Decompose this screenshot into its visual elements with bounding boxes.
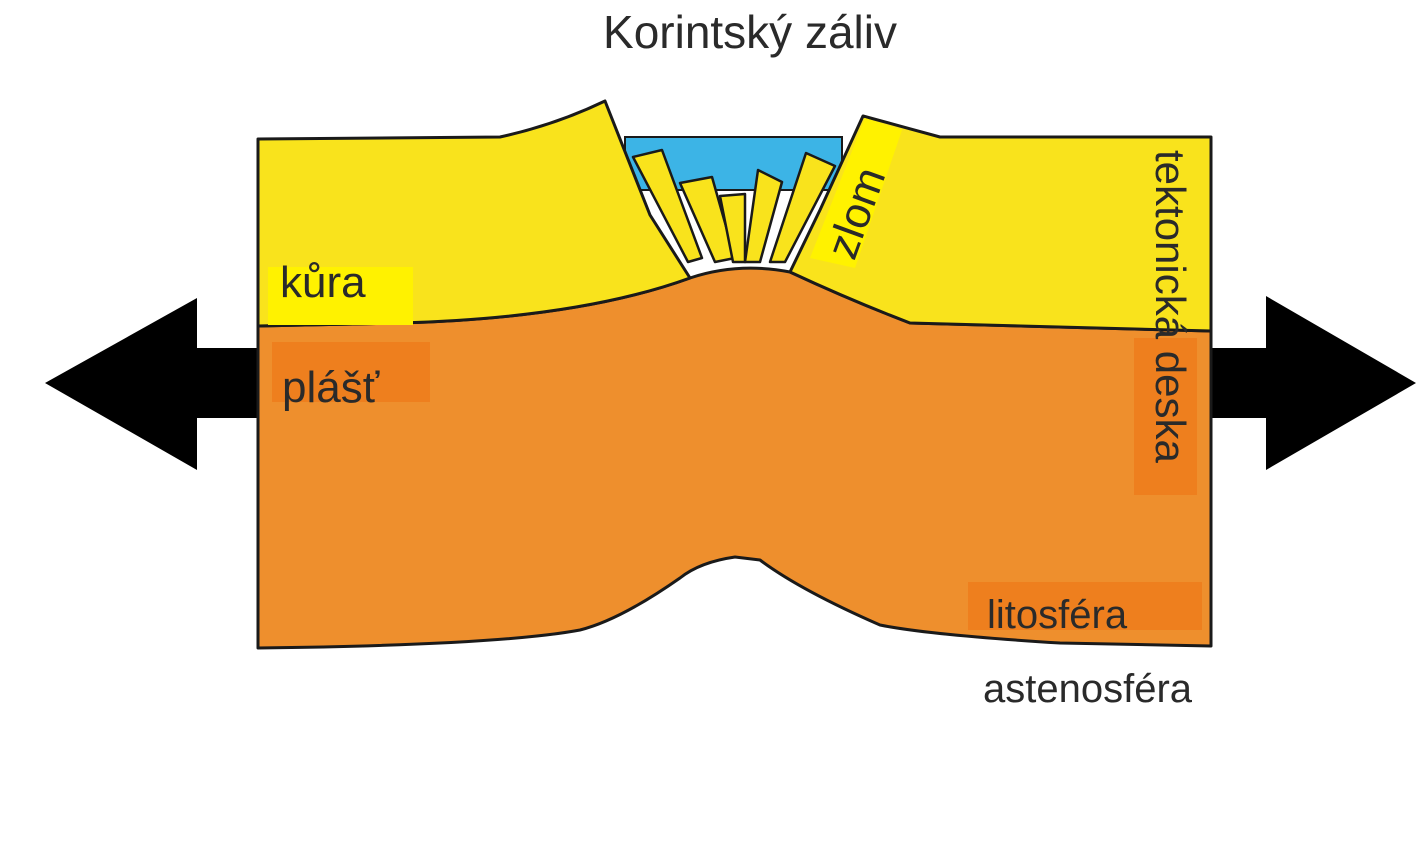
plate-label: tektonická deska — [1147, 150, 1194, 463]
fault-block — [743, 168, 784, 264]
crust-label-bg — [268, 267, 413, 325]
mantle-label: plášť — [282, 363, 380, 412]
fault-label-bg — [810, 118, 902, 268]
fault-block — [631, 148, 704, 264]
lithosphere-label-bg — [968, 582, 1202, 630]
crust-right-block — [788, 114, 1213, 333]
arrow-right-icon — [1205, 296, 1416, 470]
crust-label: kůra — [280, 258, 366, 307]
lithosphere-label: litosféra — [987, 593, 1128, 637]
fault-block — [768, 151, 837, 264]
plate-label-bg — [1134, 338, 1197, 495]
asthenosphere-label: astenosféra — [983, 667, 1193, 711]
diagram-title: Korintský záliv — [603, 6, 897, 58]
arrow-left-icon — [45, 298, 265, 470]
mantle-label-bg — [272, 342, 430, 402]
